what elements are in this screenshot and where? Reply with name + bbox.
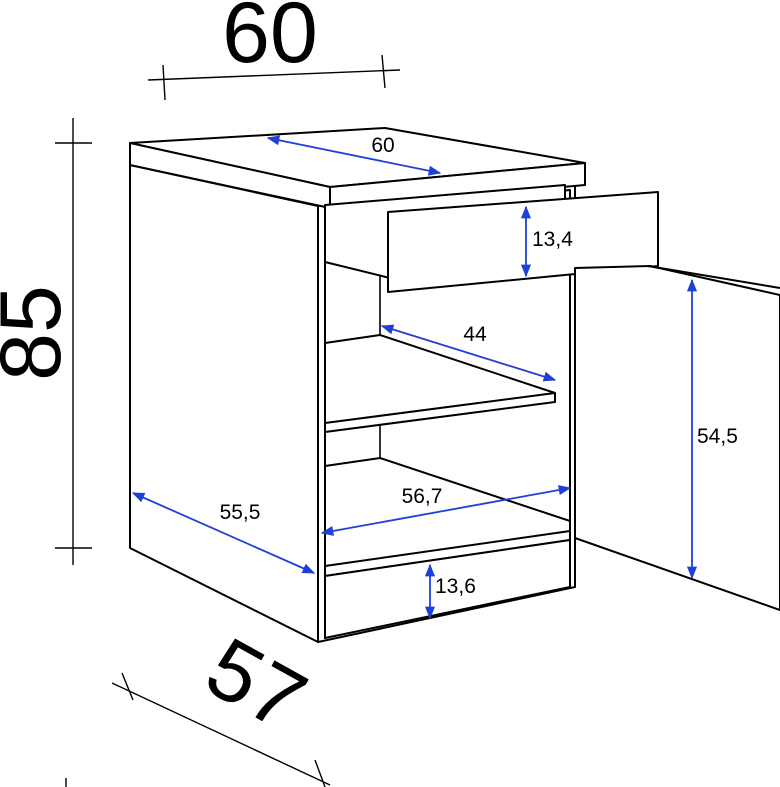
dim-line-shelf-depth — [380, 324, 557, 382]
dim-line-top-width — [266, 135, 442, 176]
side-panel — [129, 164, 319, 643]
label-shelf-depth: 44 — [463, 323, 487, 346]
overall-width-label: 60 — [222, 0, 318, 81]
dim-line-inner-width — [320, 485, 572, 536]
overall-width-guide — [147, 54, 401, 101]
label-side-depth: 55,5 — [220, 501, 261, 524]
label-top-width: 60 — [371, 134, 394, 157]
door-edge — [647, 265, 780, 289]
overall-height-label: 85 — [0, 285, 79, 381]
label-door-height: 54,5 — [697, 425, 738, 448]
overall-height-guide — [55, 118, 92, 565]
label-drawer-height: 13,4 — [532, 228, 573, 251]
overall-depth-label: 57 — [191, 619, 321, 749]
overall-depth-guide — [65, 672, 331, 787]
label-plinth-height: 13,6 — [435, 575, 476, 598]
upper-shelf-front — [324, 392, 556, 424]
dim-line-side-depth — [131, 492, 316, 574]
bottom-shelf-front — [324, 530, 571, 567]
door-panel — [574, 265, 780, 611]
dimension-lines — [131, 135, 698, 620]
plinth — [324, 539, 571, 639]
label-inner-width: 56,7 — [402, 485, 443, 508]
door — [574, 265, 780, 611]
